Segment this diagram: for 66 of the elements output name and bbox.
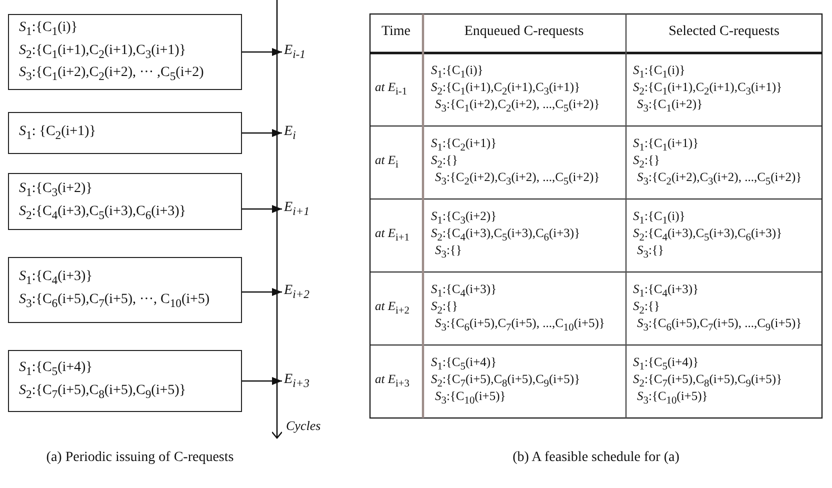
request-set: S$_{2}$:{C$_{7}$(i+5),C$_{8}$(i+5),C$_{9}$(i+5)} xyxy=(19,382,188,403)
table-cell: S$_{1}$:{C$_{1}$(i)} xyxy=(633,63,686,80)
table-cell: S$_{2}$:{} xyxy=(431,299,458,316)
axis-label: Cycles xyxy=(286,418,321,434)
table-cell: S$_{2}$:{C$_{7}$(i+5),C$_{8}$(i+5),C$_{9}$(i+5)} xyxy=(633,372,782,390)
table-cell: S$_{2}$:{C$_{4}$(i+3),C$_{5}$(i+3),C$_{6}$(i+3)} xyxy=(633,226,782,244)
table-cell: S$_{2}$:{} xyxy=(633,153,660,170)
table-cell: S$_{2}$:{C$_{7}$(i+5),C$_{8}$(i+5),C$_{9}$(i+5)} xyxy=(431,372,580,390)
table-cell: S$_{3}$:{} xyxy=(637,243,664,260)
table-cell: S$_{2}$:{} xyxy=(431,153,458,170)
table-cell: S$_{1}$:{C$_{2}$(i+1)} xyxy=(431,136,497,154)
request-set: S$_{1}$:{C$_{1}$(i)} xyxy=(19,18,79,40)
request-set: S$_{3}$:{C$_{6}$(i+5),C$_{7}$(i+5), ···, C$_{10}$(i+5) xyxy=(19,291,211,312)
table-cell: S$_{3}$:{C$_{6}$(i+5),C$_{7}$(i+5), ...,C$_{9}$(i+5)} xyxy=(637,316,802,334)
row-header: at E$_{i+1}$ xyxy=(375,226,410,244)
request-set: S$_{3}$:{C$_{1}$(i+2),C$_{2}$(i+2), ··· ,C$_{5}$(i+2) xyxy=(19,64,205,86)
table-cell: S$_{3}$:{C$_{6}$(i+5),C$_{7}$(i+5), ...,C$_{10}$(i+5)} xyxy=(435,316,605,334)
table-cell: S$_{3}$:{C$_{2}$(i+2),C$_{3}$(i+2), ...,C$_{5}$(i+2)} xyxy=(435,170,600,188)
request-set: S$_{2}$:{C$_{1}$(i+1),C$_{2}$(i+1),C$_{3}$(i+1)} xyxy=(19,42,188,62)
epoch-label: E$_{i-1}$ xyxy=(284,43,306,61)
table-cell: S$_{1}$:{C$_{4}$(i+3)} xyxy=(633,282,699,300)
row-header: at E$_{i+3}$ xyxy=(375,372,410,390)
request-box xyxy=(8,173,242,230)
figure-caption: (a) Periodic issuing of C-requests xyxy=(46,450,234,466)
table-cell: S$_{3}$:{C$_{10}$(i+5)} xyxy=(637,389,708,406)
column-header: Enqueued C-requests xyxy=(464,24,584,40)
table-cell: S$_{2}$:{C$_{4}$(i+3),C$_{5}$(i+3),C$_{6}$(i+3)} xyxy=(431,226,580,244)
request-box xyxy=(8,14,242,90)
row-header: at E$_{i+2}$ xyxy=(375,299,410,316)
request-box xyxy=(8,350,242,412)
table-cell: S$_{1}$:{C$_{5}$(i+4)} xyxy=(431,355,497,372)
column-header: Selected C-requests xyxy=(668,24,780,40)
table-cell: S$_{3}$:{C$_{2}$(i+2),C$_{3}$(i+2), ...,C$_{5}$(i+2)} xyxy=(637,170,802,188)
table-cell: S$_{2}$:{C$_{1}$(i+1),C$_{2}$(i+1),C$_{3}$(i+1)} xyxy=(633,80,782,98)
row-header: at E$_{i-1}$ xyxy=(375,80,408,98)
table-cell: S$_{1}$:{C$_{3}$(i+2)} xyxy=(431,209,497,226)
epoch-label: E$_{i+1}$ xyxy=(284,200,310,218)
table-cell: S$_{1}$:{C$_{1}$(i)} xyxy=(633,209,686,226)
arrow xyxy=(242,205,282,213)
table-cell: S$_{1}$:{C$_{5}$(i+4)} xyxy=(633,355,699,372)
arrow xyxy=(242,129,282,137)
request-set: S$_{1}$:{C$_{5}$(i+4)} xyxy=(19,359,94,380)
request-box xyxy=(8,257,242,323)
table-cell: S$_{2}$:{} xyxy=(633,299,660,316)
row-header: at E$_{i}$ xyxy=(375,153,398,170)
arrow xyxy=(242,288,282,296)
table-cell: S$_{3}$:{C$_{1}$(i+2)} xyxy=(637,97,703,114)
arrow xyxy=(242,377,282,385)
epoch-label: E$_{i+2}$ xyxy=(284,283,310,301)
table-cell: S$_{3}$:{C$_{10}$(i+5)} xyxy=(435,389,506,406)
table-cell: S$_{3}$:{} xyxy=(435,243,462,260)
request-box xyxy=(8,112,242,154)
arrow xyxy=(242,48,282,56)
epoch-label: E$_{i+3}$ xyxy=(284,372,310,390)
table-cell: S$_{1}$:{C$_{4}$(i+3)} xyxy=(431,282,497,300)
request-set: S$_{1}$: {C$_{2}$(i+1)} xyxy=(19,122,97,144)
table-cell: S$_{3}$:{C$_{1}$(i+2),C$_{2}$(i+2), ...,C$_{5}$(i+2)} xyxy=(435,97,600,114)
table-cell: S$_{2}$:{C$_{1}$(i+1),C$_{2}$(i+1),C$_{3}$(i+1)} xyxy=(431,80,580,98)
column-header: Time xyxy=(381,24,411,40)
request-set: S$_{1}$:{C$_{4}$(i+3)} xyxy=(19,268,94,289)
epoch-label: E$_{i}$ xyxy=(284,124,296,142)
figure-caption: (b) A feasible schedule for (a) xyxy=(512,450,680,466)
request-set: S$_{1}$:{C$_{3}$(i+2)} xyxy=(19,180,94,200)
request-set: S$_{2}$:{C$_{4}$(i+3),C$_{5}$(i+3),C$_{6}$(i+3)} xyxy=(19,202,188,224)
table-cell: S$_{1}$:{C$_{1}$(i)} xyxy=(431,63,484,80)
table-cell: S$_{1}$:{C$_{1}$(i+1)} xyxy=(633,136,699,154)
